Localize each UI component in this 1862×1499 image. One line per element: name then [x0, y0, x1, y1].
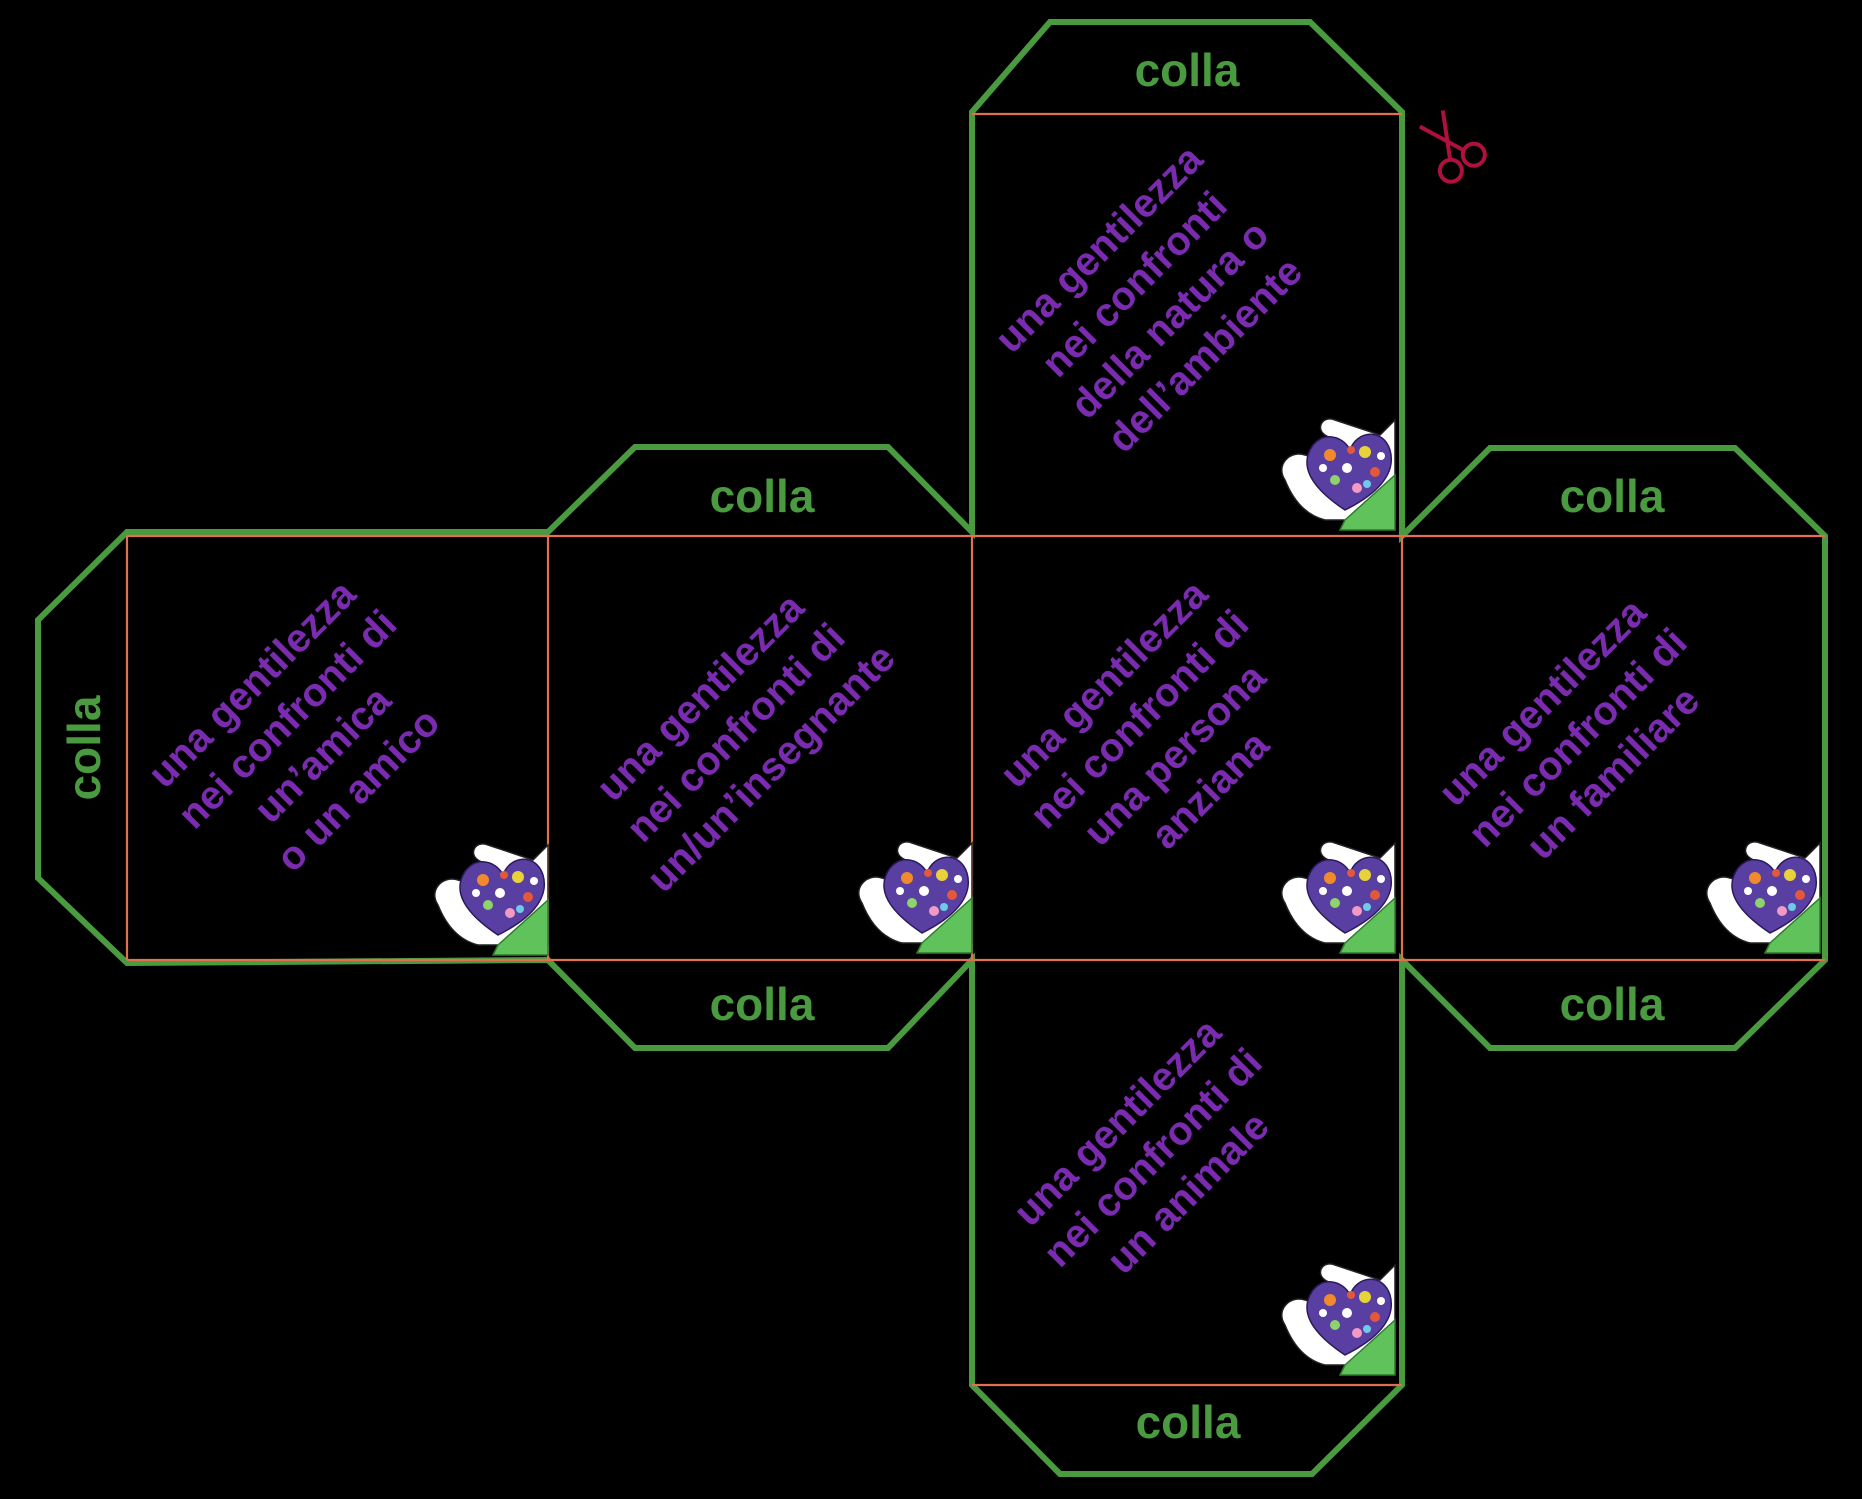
face-center-left: una gentilezza nei confronti di un/un’in…: [588, 585, 904, 901]
face-left: una gentilezza nei confronti di un’amica…: [140, 571, 448, 880]
hands-heart-icon: [1706, 841, 1821, 954]
glue-label-right-bottom: colla: [1560, 978, 1665, 1030]
glue-label-bottom: colla: [1136, 1396, 1241, 1448]
hands-heart-icon: [1281, 418, 1396, 531]
hands-heart-icon: [1281, 841, 1396, 954]
hands-heart-icon: [1281, 1263, 1396, 1376]
hands-heart-icon: [858, 841, 973, 954]
glue-label-top: colla: [1135, 44, 1240, 96]
face-bottom: una gentilezza nei confronti di un anima…: [1005, 1010, 1277, 1283]
face-center: una gentilezza nei confronti di una pers…: [992, 571, 1278, 857]
face-right: una gentilezza nei confronti di un famil…: [1430, 590, 1708, 868]
glue-label-left: colla: [58, 695, 110, 800]
glue-label-center-left-top: colla: [710, 470, 815, 522]
cut-outline: [35, 19, 1828, 1477]
glue-label-right-top: colla: [1560, 470, 1665, 522]
face-top: una gentilezza nei confronti della natur…: [987, 136, 1311, 461]
hands-heart-icon: [434, 843, 549, 956]
scissors-icon: [1418, 110, 1487, 184]
glue-label-center-left-bottom: colla: [710, 978, 815, 1030]
